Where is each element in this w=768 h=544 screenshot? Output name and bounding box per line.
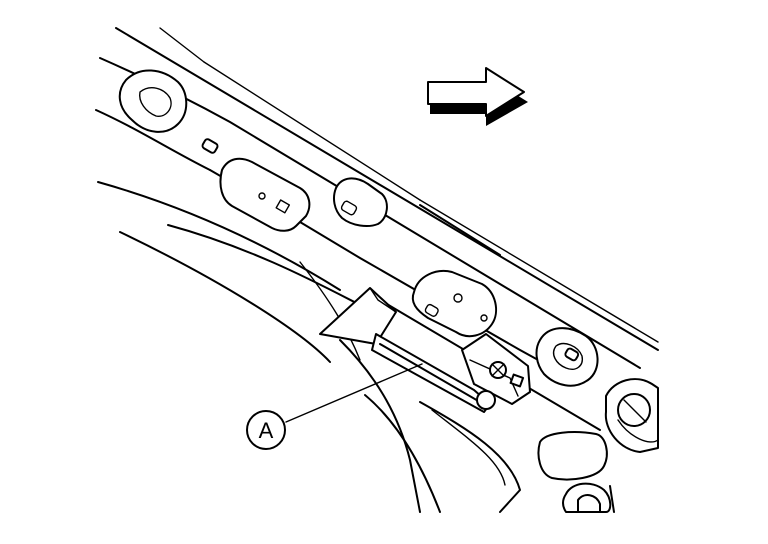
top-left-boss [118,69,188,133]
strut-mount-bracket [461,333,531,410]
callout-label: A [259,418,274,443]
tab-bracket [333,177,388,227]
callout-a: A [246,363,423,450]
hinge-plate [411,270,498,338]
lower-right-bushing [604,378,659,453]
lower-grommets [562,482,615,513]
slot-hole [201,138,219,154]
mounting-pad [219,157,311,232]
right-arrow-icon [427,67,528,126]
lower-pad [537,431,608,481]
right-grommet [535,327,599,387]
